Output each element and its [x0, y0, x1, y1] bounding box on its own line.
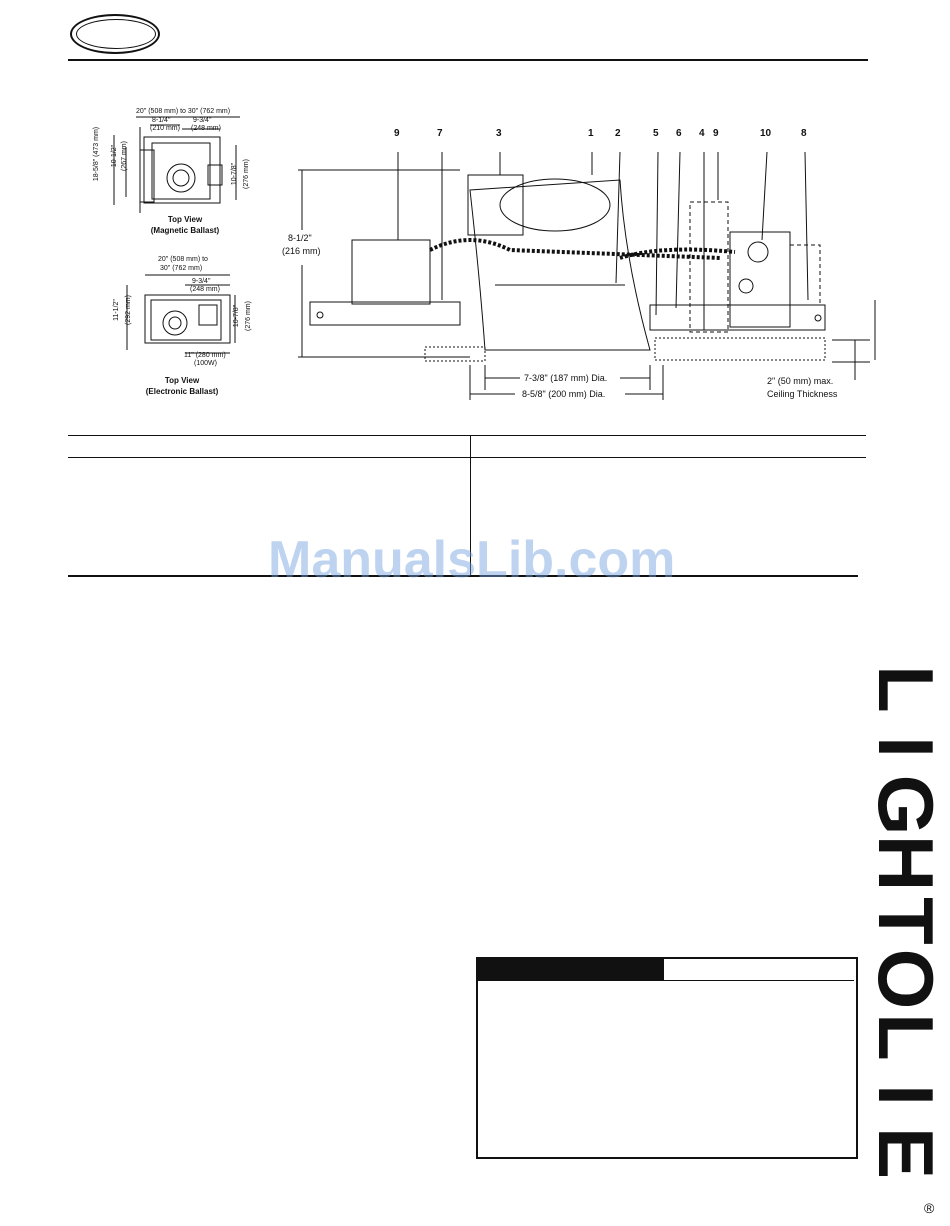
ceiling-dim: 2" (50 mm) max. — [767, 376, 834, 386]
mag-dim-2: 8-1/4" — [152, 117, 171, 124]
elec-dim-10: (100W) — [194, 360, 217, 367]
top-view-magnetic-drawing — [113, 116, 240, 213]
callout-2: 2 — [615, 128, 621, 139]
table-column-divider — [470, 435, 471, 575]
callout-9a: 9 — [394, 128, 400, 139]
mag-dim-4: 9-3/4" — [193, 117, 212, 124]
brand-logo: L I G H T O L I E — [862, 660, 950, 1182]
top-view-electronic-drawing — [126, 274, 236, 354]
mag-dim-1: 20" (508 mm) to 30" (762 mm) — [136, 108, 231, 115]
header-inner-oval — [76, 19, 156, 49]
height-dim-mm: (216 mm) — [282, 246, 321, 256]
elec-dim-4: (248 mm) — [190, 286, 220, 293]
mag-dim-9: 10-7/8" — [231, 162, 239, 186]
callout-5: 5 — [653, 128, 659, 139]
callout-9b: 9 — [713, 128, 719, 139]
outer-dia-dim: 8-5/8" (200 mm) Dia. — [522, 389, 606, 399]
header-badge — [70, 14, 160, 54]
mag-dim-5: (248 mm) — [191, 125, 221, 132]
callout-4: 4 — [699, 128, 705, 139]
mag-dim-6: 18-5/8" (473 mm) — [93, 126, 101, 182]
elec-dim-5: 11-1/2" — [112, 299, 120, 321]
elec-dim-1: 20" (508 mm) to — [158, 256, 208, 263]
header-rule — [68, 59, 868, 61]
brand-registered: ® — [924, 1200, 935, 1216]
elec-caption-1: Top View — [164, 376, 200, 385]
elec-caption-2: (Electronic Ballast) — [145, 387, 219, 396]
ceiling-label: Ceiling Thickness — [767, 389, 838, 399]
inner-dia-dim: 7-3/8" (187 mm) Dia. — [524, 373, 608, 383]
elec-dim-6: (292 mm) — [124, 295, 132, 325]
elec-dim-8: (276 mm) — [244, 301, 252, 331]
mag-caption-1: Top View — [167, 215, 203, 224]
callout-3: 3 — [496, 128, 502, 139]
elec-dim-7: 10-7/8" — [233, 304, 241, 328]
mag-dim-3: (210 mm) — [150, 125, 180, 132]
height-dim: 8-1/2" — [288, 233, 312, 243]
watermark: ManualsLib.com — [268, 531, 676, 589]
mag-dim-8: (267 mm) — [120, 141, 128, 171]
callout-1: 1 — [588, 128, 594, 139]
mag-dim-7: 10-1/2" — [111, 144, 119, 168]
mag-dim-10: (276 mm) — [242, 159, 250, 189]
callout-7: 7 — [437, 128, 443, 139]
callout-6: 6 — [676, 128, 682, 139]
callout-10: 10 — [760, 128, 772, 139]
table-header-rule — [68, 457, 866, 458]
info-box — [476, 957, 858, 1159]
brand-letter: E — [862, 1126, 950, 1180]
elec-dim-9: 11" (280 mm) — [184, 352, 226, 359]
info-box-header — [478, 959, 664, 981]
elec-dim-2: 30" (762 mm) — [160, 265, 203, 272]
elec-dim-3: 9-3/4" — [192, 278, 211, 285]
side-view-drawing — [298, 151, 876, 400]
mag-caption-2: (Magnetic Ballast) — [150, 226, 220, 235]
table-top-rule — [68, 435, 866, 436]
table-bottom-rule — [68, 575, 858, 577]
callout-8: 8 — [801, 128, 807, 139]
info-box-header-rule — [664, 980, 854, 981]
